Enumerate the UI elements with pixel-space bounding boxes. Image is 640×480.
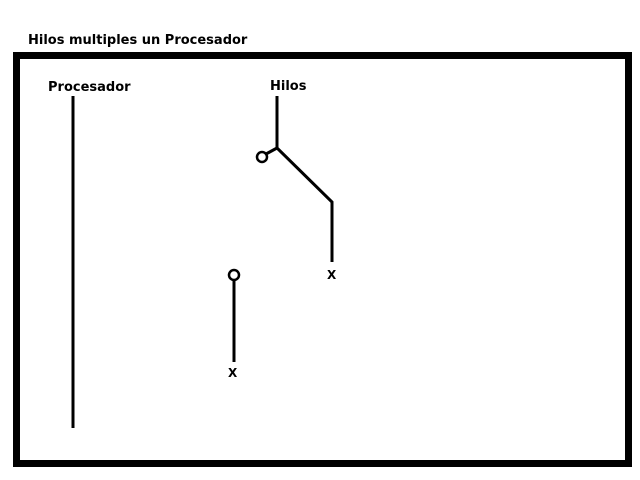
thread-2-end-mark: X [228, 366, 238, 380]
thread-1-path [275, 96, 334, 262]
page-title: Hilos multiples un Procesador [28, 33, 248, 48]
thread-2-start-circle [227, 268, 241, 282]
thread-1-fork-branch [265, 146, 278, 156]
threads-label: Hilos [270, 79, 307, 94]
thread-1-end-mark: X [327, 268, 337, 282]
thread-1-start-circle [255, 150, 269, 164]
processor-label: Procesador [48, 80, 131, 95]
diagram-frame [13, 52, 632, 467]
